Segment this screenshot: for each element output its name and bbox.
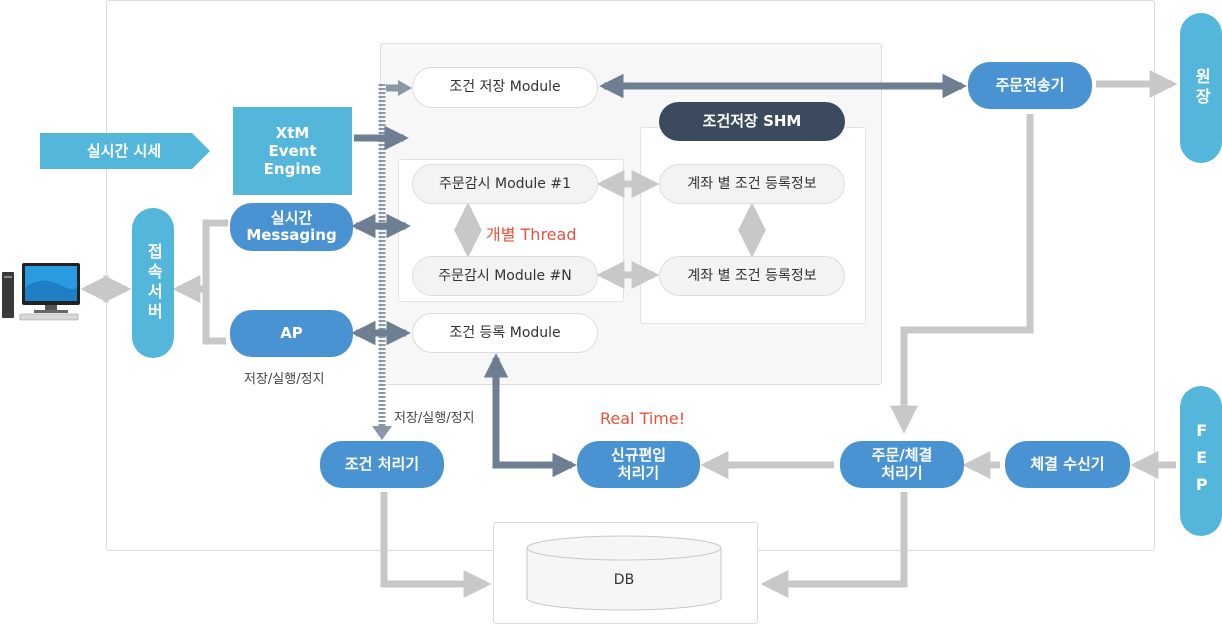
db-cylinder (526, 535, 722, 611)
condproc-db-line (380, 492, 492, 598)
new-insert-processor: 신규편입 처리기 (577, 441, 700, 488)
individual-thread-label: 개별 Thread (486, 225, 577, 244)
server-branch-line (202, 219, 228, 345)
sender-processor-line (890, 114, 1034, 434)
condition-processor: 조건 처리기 (320, 441, 444, 488)
realtime-messaging: 실시간 Messaging (230, 203, 353, 251)
order-sender: 주문전송기 (968, 62, 1092, 109)
order-fill-processor: 주문/체결 처리기 (840, 441, 964, 488)
dashed-save-arrowhead (398, 80, 412, 96)
dashed-line-arrowhead (372, 426, 392, 440)
condition-register-module: 조건 등록 Module (412, 313, 598, 353)
real-time-label: Real Time! (600, 409, 686, 428)
shm-title: 조건저장 SHM (659, 102, 845, 141)
realtime-quotes-label: 실시간 시세 (86, 142, 162, 160)
dashed-caption: 저장/실행/정지 (394, 411, 475, 426)
fep-node: FEP (1180, 386, 1222, 536)
condition-save-module: 조건 저장 Module (412, 67, 598, 108)
ap-node: AP (230, 310, 353, 357)
order-watch-module-1: 주문감시 Module #1 (412, 164, 598, 204)
connection-server: 접속서버 (132, 208, 174, 358)
orderproc-db-line (760, 492, 908, 598)
remote-ledger: 원장 (1180, 13, 1222, 163)
fill-receiver: 체결 수신기 (1005, 441, 1130, 488)
computer-icon (2, 263, 80, 321)
account-condition-info-2: 계좌 별 조건 등록정보 (659, 256, 845, 296)
register-newinsert-line (483, 353, 577, 478)
xtm-event-engine: XtM Event Engine (233, 107, 352, 195)
db-label: DB (613, 572, 635, 588)
order-watch-module-n: 주문감시 Module #N (412, 256, 598, 296)
realtime-quotes-arrow (40, 133, 210, 169)
ap-caption: 저장/실행/정지 (244, 372, 325, 387)
account-condition-info-1: 계좌 별 조건 등록정보 (659, 164, 845, 204)
